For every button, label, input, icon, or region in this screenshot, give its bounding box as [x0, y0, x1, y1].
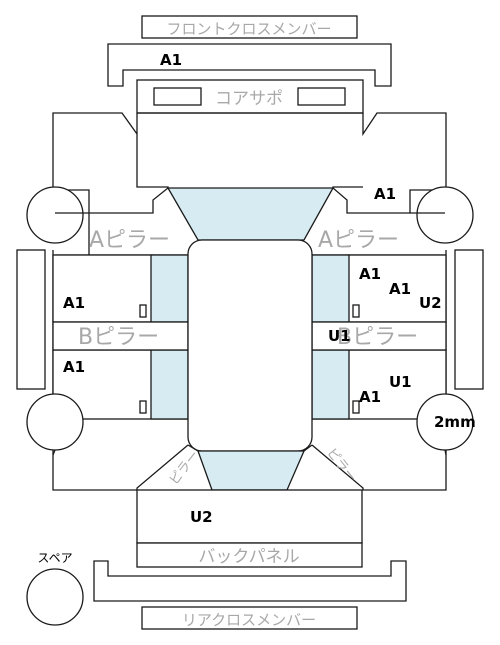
b-pillar-right-label: Bピラー: [337, 325, 418, 350]
code-right-front-door-mid: A1: [389, 280, 411, 298]
core-support-left-slot: [153, 87, 202, 106]
b-pillar-right: [311, 321, 447, 351]
windshield: [166, 187, 335, 241]
right-front-handle: [352, 304, 360, 318]
code-a-pillar-right: A1: [374, 185, 396, 203]
core-support-right-slot: [297, 87, 346, 106]
front-cross-member-box: [141, 15, 358, 39]
right-side-mirror-panel: [454, 249, 484, 390]
code-right-rear-a: A1: [359, 388, 381, 406]
code-b-pillar-right: U1: [328, 327, 351, 345]
a-pillar-left-label: Aピラー: [89, 228, 170, 253]
left-front-handle: [139, 304, 147, 318]
code-left-rear-door: A1: [63, 358, 85, 376]
code-left-front-door: A1: [63, 294, 85, 312]
rear-left-wheel: [26, 393, 84, 451]
spare-label: スペア: [37, 551, 72, 565]
roof: [187, 239, 313, 452]
right-rear-handle: [352, 400, 360, 414]
code-right-rear-u: U1: [389, 373, 412, 391]
front-left-wheel: [26, 186, 84, 244]
code-trunk: U2: [190, 508, 213, 526]
a-pillar-right-label: Aピラー: [318, 228, 399, 253]
rear-member-part: [93, 560, 407, 602]
c-pillar-right-label: ピラー: [323, 446, 359, 486]
code-front-member: A1: [160, 51, 182, 69]
rear-window: [197, 450, 305, 491]
right-rear-window: [311, 349, 350, 420]
left-side-mirror-panel: [16, 249, 46, 390]
left-rear-handle: [139, 400, 147, 414]
front-member-part: [107, 43, 392, 87]
code-right-front-door-u: U2: [419, 294, 442, 312]
b-pillar-left: [52, 321, 189, 351]
left-rear-window: [150, 349, 189, 420]
front-cross-member-label: フロントクロスメンバー: [166, 20, 331, 38]
left-front-window: [150, 254, 189, 323]
rear-cross-member-label: リアクロスメンバー: [182, 611, 316, 629]
core-support-label: コアサポ: [215, 89, 283, 109]
rear-quarter-outline: [52, 444, 447, 491]
c-pillar-edges: [187, 444, 313, 452]
left-front-fender: [52, 112, 169, 214]
code-right-rear-wheel: 2mm: [434, 413, 476, 431]
front-right-wheel: [416, 186, 474, 244]
spare-tire: [26, 568, 84, 626]
back-panel-label: バックパネル: [198, 547, 299, 567]
trunk-lid: [136, 489, 363, 544]
code-right-front-door-upper: A1: [359, 265, 381, 283]
right-front-window: [311, 254, 350, 323]
rear-cross-member-box: [141, 606, 358, 630]
c-pillar-left-label: ピラー: [167, 448, 203, 488]
back-panel: [136, 542, 363, 568]
b-pillar-left-label: Bピラー: [78, 325, 159, 350]
